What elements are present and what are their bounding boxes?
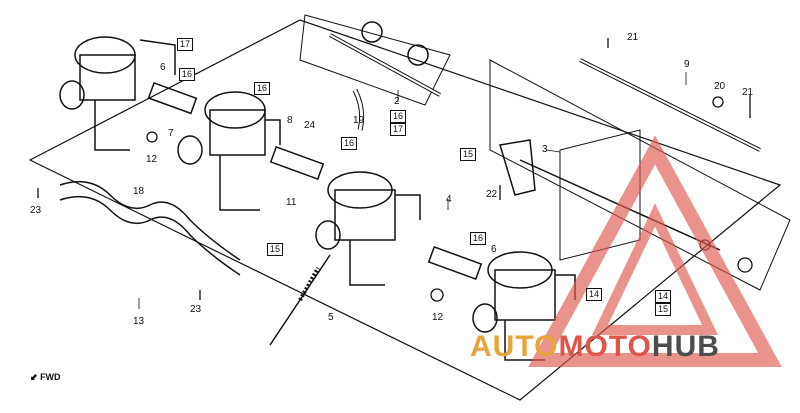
watermark-part-hub: HUB (651, 330, 720, 363)
watermark-logo (528, 135, 782, 367)
callout-6: 6 (160, 62, 166, 73)
boxed-callout-16: 16 (390, 110, 407, 123)
arrow-icon: ⬋ (30, 372, 38, 382)
callout-24: 24 (304, 120, 316, 131)
seal-strip (59, 180, 241, 261)
boxed-callout-16: 16 (179, 68, 196, 81)
carburetor-4 (472, 251, 576, 361)
callout-3: 3 (542, 144, 548, 155)
boxed-callout-16: 16 (341, 137, 358, 150)
callout-6: 6 (491, 244, 497, 255)
callout-19: 19 (353, 115, 365, 126)
assembly-frame (28, 19, 782, 401)
callout-18: 18 (133, 186, 145, 197)
boxed-callout-14: 14 (586, 288, 603, 301)
boxed-callout-15: 15 (460, 148, 477, 161)
callout-12: 12 (432, 312, 444, 323)
linkage-frame (299, 14, 451, 106)
callout-11: 11 (286, 197, 297, 208)
carburetor-1 (59, 36, 176, 151)
watermark-part-auto: AUTO (470, 330, 559, 363)
callout-20: 20 (714, 81, 726, 92)
boxed-callout-15: 15 (267, 243, 284, 256)
carburetor-2 (177, 91, 281, 211)
callout-5: 5 (328, 312, 334, 323)
callout-7: 7 (168, 128, 174, 139)
callout-9: 9 (684, 59, 690, 70)
carburetor-3 (315, 171, 421, 286)
callout-2: 2 (394, 96, 400, 107)
callout-23: 23 (190, 304, 202, 315)
watermark-text: AUTOMOTOHUB (470, 330, 720, 364)
boxed-callout-16: 16 (470, 232, 487, 245)
boxed-callout-17: 17 (390, 123, 407, 136)
callout-13: 13 (133, 316, 145, 327)
callout-22: 22 (486, 189, 498, 200)
choke-frame (489, 59, 791, 291)
fuel-links (147, 81, 483, 281)
forward-direction-indicator: ⬋ FWD (30, 372, 61, 383)
callout-8: 8 (287, 115, 293, 126)
boxed-callout-17: 17 (177, 38, 194, 51)
callout-12: 12 (146, 154, 158, 165)
boxed-callout-14: 14 (655, 290, 672, 303)
boxed-callout-15: 15 (655, 303, 672, 316)
callout-21: 21 (627, 32, 639, 43)
callout-4: 4 (446, 194, 452, 205)
watermark-part-moto: MOTO (558, 330, 652, 363)
fwd-label: FWD (40, 372, 61, 382)
callout-21: 21 (742, 87, 754, 98)
callout-23: 23 (30, 205, 42, 216)
choke-bracket (499, 139, 536, 196)
boxed-callout-16: 16 (254, 82, 271, 95)
